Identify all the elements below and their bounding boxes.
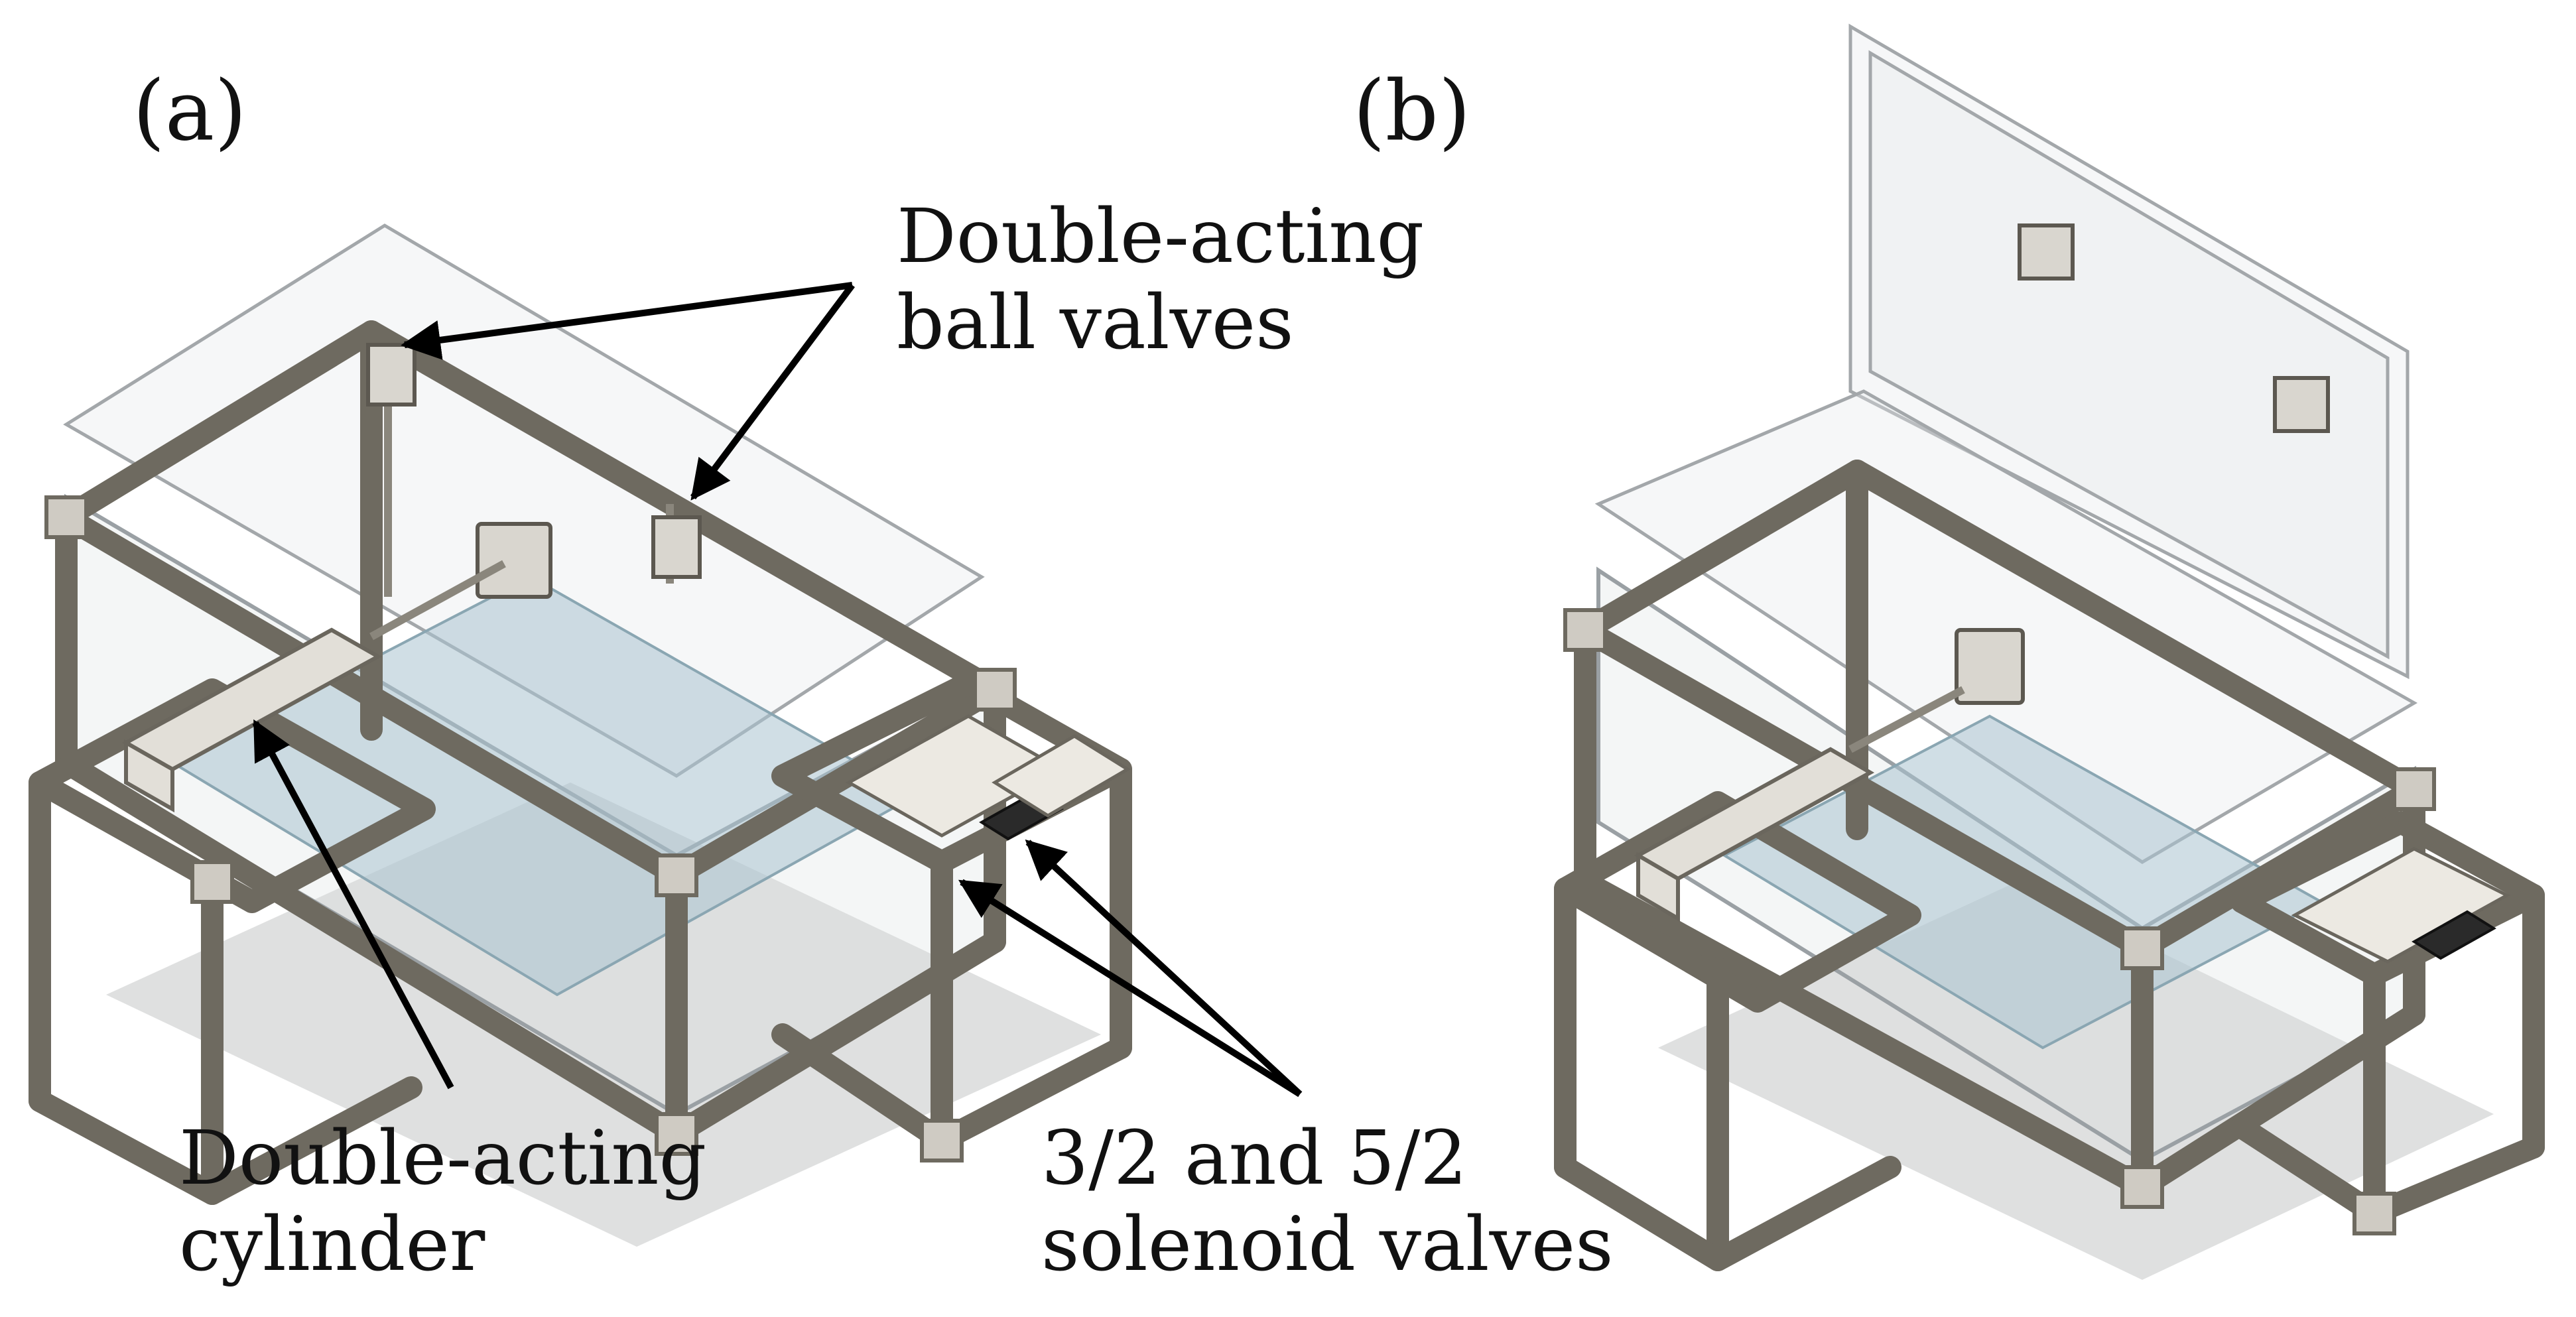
panel-b-ball-valve (2273, 376, 2330, 433)
panel-b-cylinder (1634, 686, 1965, 922)
panel-a-cylinder (121, 560, 506, 813)
panel-b-open-lid (1848, 23, 2410, 680)
ball-valves-callout-line1: Double-acting (897, 194, 1424, 280)
solenoid-valves-arrow (1025, 839, 1303, 1097)
ball-valves-arrow (690, 283, 855, 501)
cylinder-callout-line1: Double-acting (179, 1115, 706, 1202)
cylinder-callout-line2: cylinder (179, 1202, 485, 1288)
cylinder-arrow (252, 719, 454, 1090)
panel-a-cylinder-stand (29, 678, 436, 1205)
panel-a-label: (a) (133, 63, 247, 159)
panel-a-solenoid-valves (845, 714, 1131, 841)
panel-b-ball-valve (2018, 223, 2075, 281)
panel-a-corner-block (655, 853, 698, 897)
solenoid-valves-arrow (958, 879, 1302, 1098)
solenoid-valves-callout-line1: 3/2 and 5/2 (1041, 1115, 1467, 1202)
ball-valves-arrow (401, 282, 853, 360)
ball-valves-callout-line2: ball valves (897, 280, 1294, 366)
panel-a-corner-block (44, 495, 88, 539)
panel-b-flange-plate (1955, 628, 2025, 705)
panel-b-corner-block (1563, 608, 1607, 652)
panel-a-corner-block (973, 668, 1017, 712)
panel-b-corner-block (2352, 1192, 2396, 1235)
panel-b-label: (b) (1353, 63, 1471, 159)
solenoid-valves-callout-line2: solenoid valves (1041, 1202, 1614, 1288)
panel-b-corner-block (2120, 926, 2164, 970)
panel-b-cylinder-stand (1554, 791, 1921, 1271)
panel-a-corner-block (655, 1112, 698, 1156)
panel-a-ball-valve (651, 504, 702, 584)
panel-b-floor-shadow (1658, 882, 2494, 1280)
panel-b-corner-block (2392, 767, 2436, 811)
panel-a-floor-shadow (106, 783, 1101, 1247)
panel-b-solenoid-valves (2291, 847, 2511, 964)
panel-b-corner-block (2120, 1165, 2164, 1209)
panel-a-flange-plate (476, 522, 552, 599)
panel-a: (a) (29, 63, 1614, 1288)
panel-a-corner-block (920, 1119, 964, 1162)
panel-b: (b) (1353, 23, 2545, 1280)
